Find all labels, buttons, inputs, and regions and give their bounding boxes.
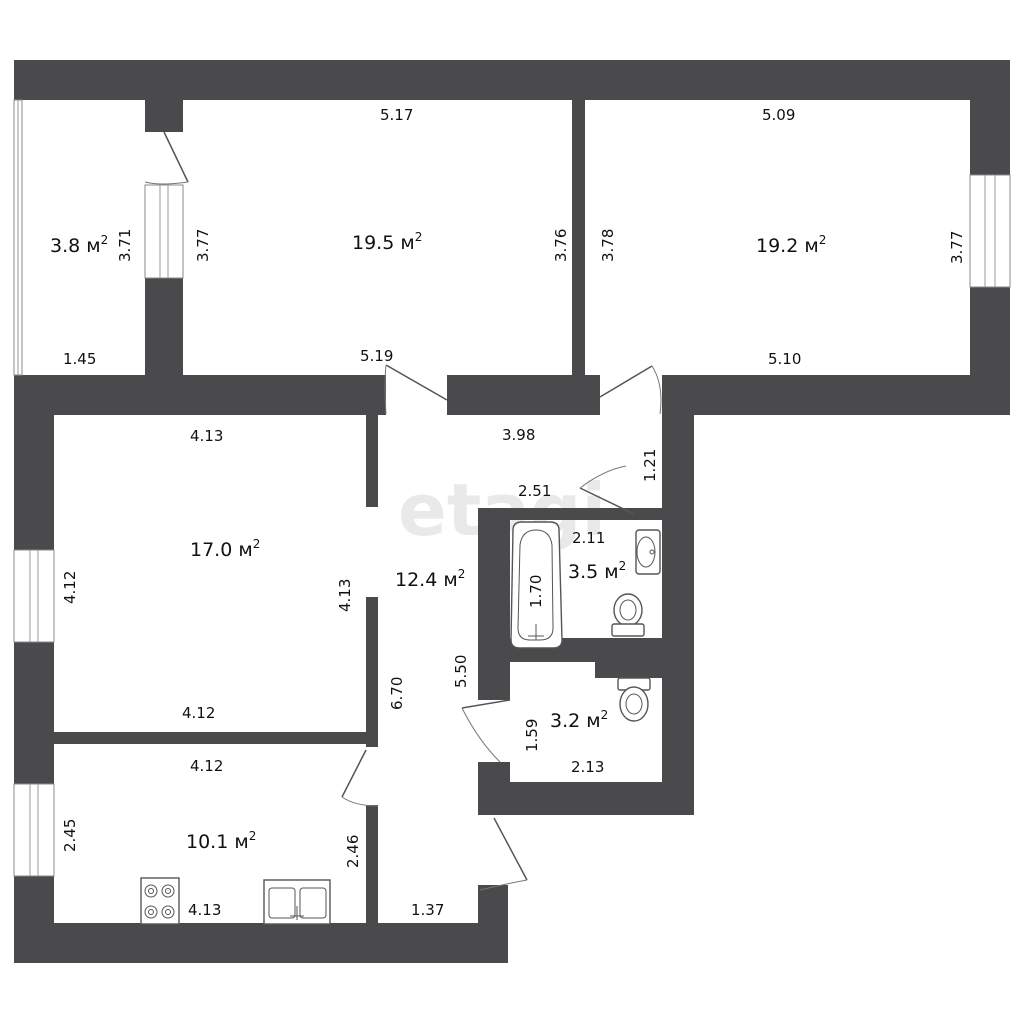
- door-balcony: [163, 131, 189, 183]
- doors: [144, 131, 662, 891]
- bathtub-icon: [510, 521, 563, 649]
- wall-wc-bottom: [478, 782, 694, 815]
- door-room-19-2: [599, 365, 653, 398]
- dim-corridor-top: 3.98: [502, 426, 535, 444]
- wall-bath-top-right: [634, 508, 662, 520]
- dim-kitchen-right: 2.46: [344, 835, 362, 868]
- dim-room-17-top: 4.13: [190, 427, 223, 445]
- area-label-room-19-5: 19.5 м2: [352, 230, 422, 254]
- area-label-room-17: 17.0 м2: [190, 537, 260, 561]
- dim-kitchen-bottom: 4.13: [188, 901, 221, 919]
- washbasin-icon: [635, 529, 661, 575]
- area-label-bathroom: 3.5 м2: [568, 559, 626, 583]
- dim-room-19-2-bottom: 5.10: [768, 350, 801, 368]
- area-label-balcony: 3.8 м2: [50, 233, 108, 257]
- dim-room-19-2-left: 3.78: [599, 229, 617, 262]
- wall-outer-bottom: [14, 923, 508, 963]
- door-kitchen: [341, 749, 367, 798]
- wall-bath-right: [662, 375, 694, 815]
- wall-kitchen-corridor: [366, 805, 378, 925]
- area-label-room-19-2: 19.2 м2: [756, 233, 826, 257]
- area-labels: 3.8 м2 19.5 м2 19.2 м2 17.0 м2 12.4 м2 1…: [50, 230, 826, 853]
- toilet-icon: [617, 677, 651, 722]
- fixtures: [140, 521, 661, 925]
- dim-corridor-right-upper: 1.21: [641, 449, 659, 482]
- toilet-icon: [611, 593, 645, 637]
- dim-room-17-right: 4.13: [336, 579, 354, 612]
- dim-room-19-5-bottom: 5.19: [360, 347, 393, 365]
- dim-balcony-width: 1.45: [63, 350, 96, 368]
- wall-outer-left-lower: [14, 415, 54, 963]
- dim-wc-height: 1.59: [523, 719, 541, 752]
- window-kitchen: [13, 783, 55, 877]
- wall-corridor-bottom-right: [478, 885, 508, 963]
- dim-room-19-5-right: 3.76: [552, 229, 570, 262]
- area-label-kitchen: 10.1 м2: [186, 829, 256, 853]
- wall-room17-corridor-top: [366, 415, 378, 507]
- area-label-corridor: 12.4 м2: [395, 567, 465, 591]
- dim-wc-width: 2.13: [571, 758, 604, 776]
- dimension-labels: 3.71 1.45 5.17 3.77 3.76 5.19 5.09 3.78 …: [61, 106, 966, 919]
- dim-room-17-left: 4.12: [61, 571, 79, 604]
- wall-mid-center: [447, 375, 600, 415]
- dim-corridor-right: 5.50: [452, 655, 470, 688]
- wall-bath-left-upper: [478, 508, 510, 700]
- window-room-17: [13, 549, 55, 643]
- wall-mid-left: [14, 375, 386, 415]
- wall-mid-right: [662, 375, 1010, 415]
- dim-bathroom-width: 2.11: [572, 529, 605, 547]
- area-label-wc: 3.2 м2: [550, 708, 608, 732]
- dim-corridor-bottom: 1.37: [411, 901, 444, 919]
- dim-kitchen-left: 2.45: [61, 819, 79, 852]
- wall-top-partition: [572, 60, 585, 415]
- dim-bathtub-length: 1.70: [527, 575, 545, 608]
- kitchen-sink-icon: [263, 879, 331, 925]
- wall-bath-wc-pier: [595, 638, 662, 678]
- windows: [13, 99, 1011, 877]
- door-wc: [461, 699, 511, 709]
- wall-bath-top-left: [478, 508, 634, 520]
- door-bathroom: [579, 487, 635, 515]
- wall-balcony-top: [145, 60, 183, 132]
- wall-room17-corridor-bottom: [366, 597, 378, 747]
- dim-corridor-left: 6.70: [388, 677, 406, 710]
- stove-icon: [140, 877, 180, 925]
- window-room-19-2: [969, 174, 1011, 288]
- door-room-19-5: [385, 364, 448, 401]
- dim-kitchen-top: 4.12: [190, 757, 223, 775]
- dim-corridor-bath-front: 2.51: [518, 482, 551, 500]
- wall-room17-kitchen: [54, 732, 378, 744]
- door-entrance: [493, 817, 528, 881]
- dim-balcony-height: 3.71: [116, 229, 134, 262]
- dim-room-17-bottom: 4.12: [182, 704, 215, 722]
- dim-room-19-2-right: 3.77: [948, 231, 966, 264]
- dim-room-19-5-left: 3.77: [194, 229, 212, 262]
- doorway-room-17: [366, 507, 378, 597]
- balcony-door-glass: [144, 184, 184, 279]
- dim-room-19-5-top: 5.17: [380, 106, 413, 124]
- dim-room-19-2-top: 5.09: [762, 106, 795, 124]
